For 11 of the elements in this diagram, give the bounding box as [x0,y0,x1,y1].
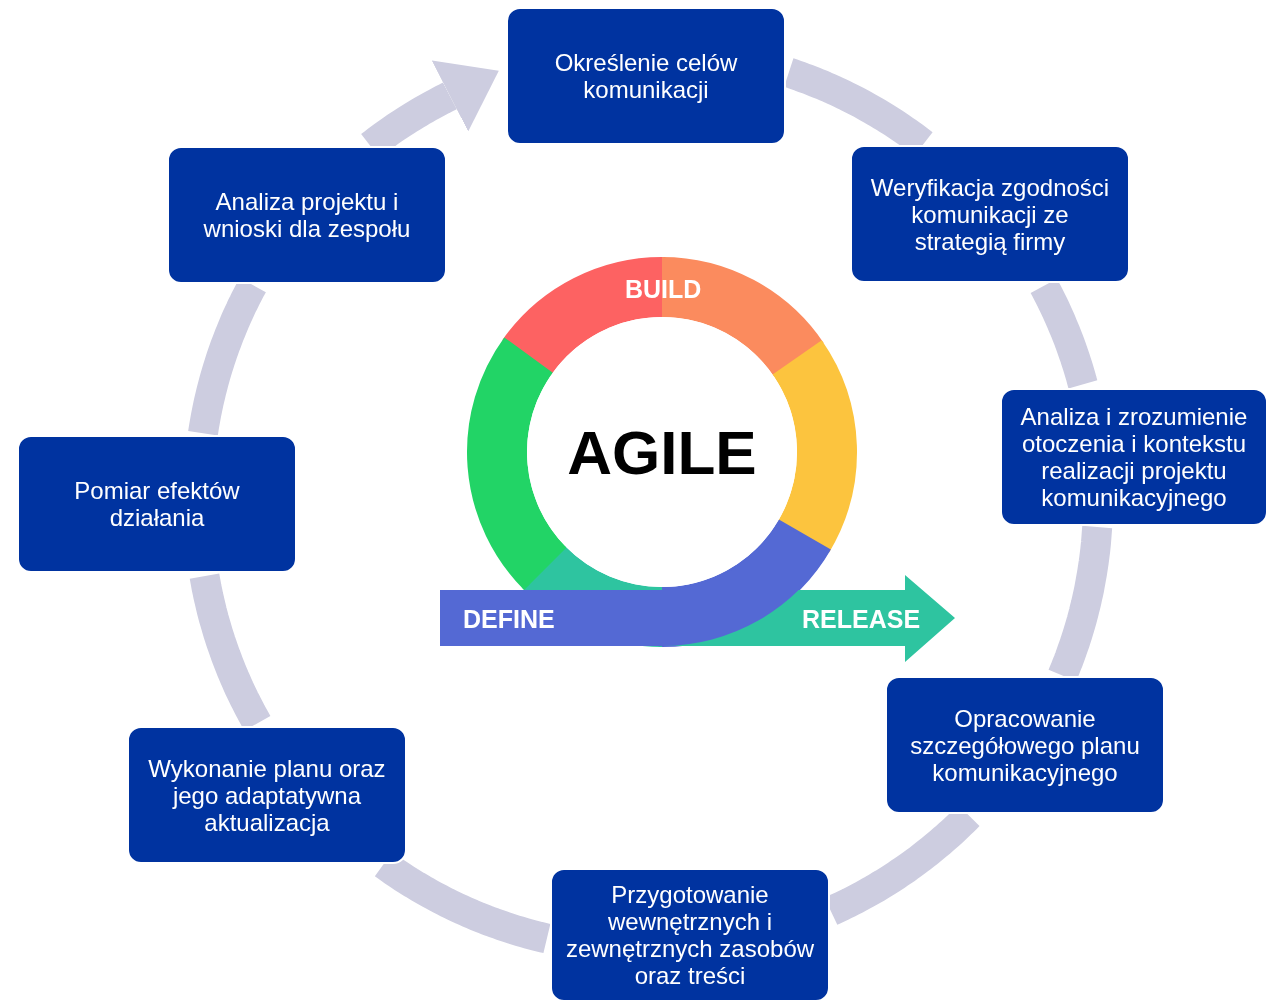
step-box: Analiza projektu i wnioski dla zespołu [167,146,447,284]
phase-label: RELEASE [802,605,921,634]
step-box: Określenie celów komunikacji [506,7,786,145]
step-box: Opracowanie szczegółowego planu komunikacyjnego [885,676,1165,814]
phase-label: BUILD [625,275,702,304]
step-box: Weryfikacja zgodności komunikacji ze strategią firmy [850,145,1130,283]
step-box: Analiza i zrozumienie otoczenia i kontekstu realizacji projektu komunikacyjnego [1000,388,1268,526]
step-box: Wykonanie planu oraz jego adaptatywna aktualizacja [127,726,407,864]
step-box: Pomiar efektów działania [17,435,297,573]
phase-label: DEFINE [463,605,555,634]
step-box: Przygotowanie wewnętrznych i zewnętrznych zasobów oraz treści [550,868,830,1002]
